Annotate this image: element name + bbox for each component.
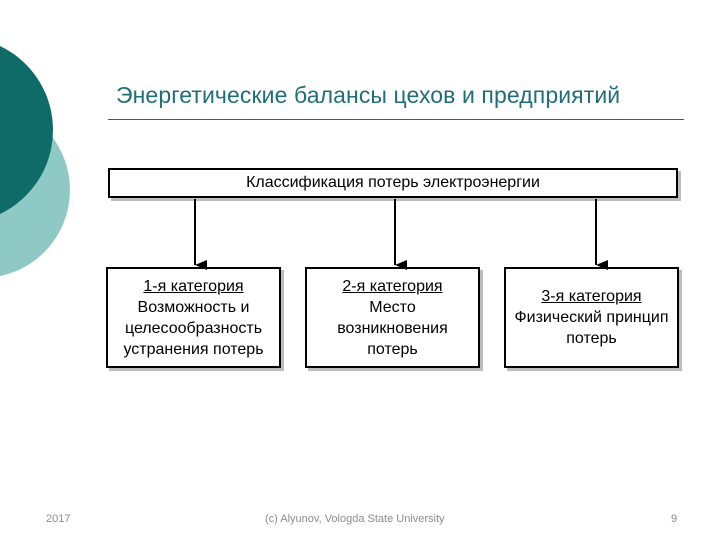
category-1-line-1: Возможность и xyxy=(137,298,250,316)
category-3-line-1: Физический принцип xyxy=(514,309,669,326)
title-divider xyxy=(108,119,684,120)
category-2-line-2: возникновения xyxy=(337,319,448,337)
page-number: 9 xyxy=(671,513,678,525)
category-1-box: 1-я категория Возможность и целесообразн… xyxy=(106,267,281,368)
classification-root-label: Классификация потерь электроэнергии xyxy=(246,174,540,191)
category-3-box: 3-я категория Физический принцип потерь xyxy=(504,267,679,368)
category-3-line-2: потерь xyxy=(566,330,617,347)
decorative-circles xyxy=(0,46,70,277)
slide-title: Энергетические балансы цехов и предприят… xyxy=(116,82,621,108)
footer-year: 2017 xyxy=(46,513,71,525)
category-2-line-3: потерь xyxy=(367,340,418,358)
category-1-line-2: целесообразность xyxy=(124,319,263,337)
dark-circle xyxy=(0,46,53,214)
category-1-line-3: устранения потерь xyxy=(123,340,264,358)
footer-credit: (c) Alyunov, Vologda State University xyxy=(265,513,445,525)
classification-root-box: Классификация потерь электроэнергии xyxy=(108,168,678,198)
category-1-heading: 1-я категория xyxy=(143,277,244,295)
category-2-heading: 2-я категория xyxy=(342,277,443,295)
category-2-box: 2-я категория Место возникновения потерь xyxy=(305,267,480,368)
category-3-heading: 3-я категория xyxy=(541,288,642,305)
category-2-line-1: Место xyxy=(369,298,416,316)
